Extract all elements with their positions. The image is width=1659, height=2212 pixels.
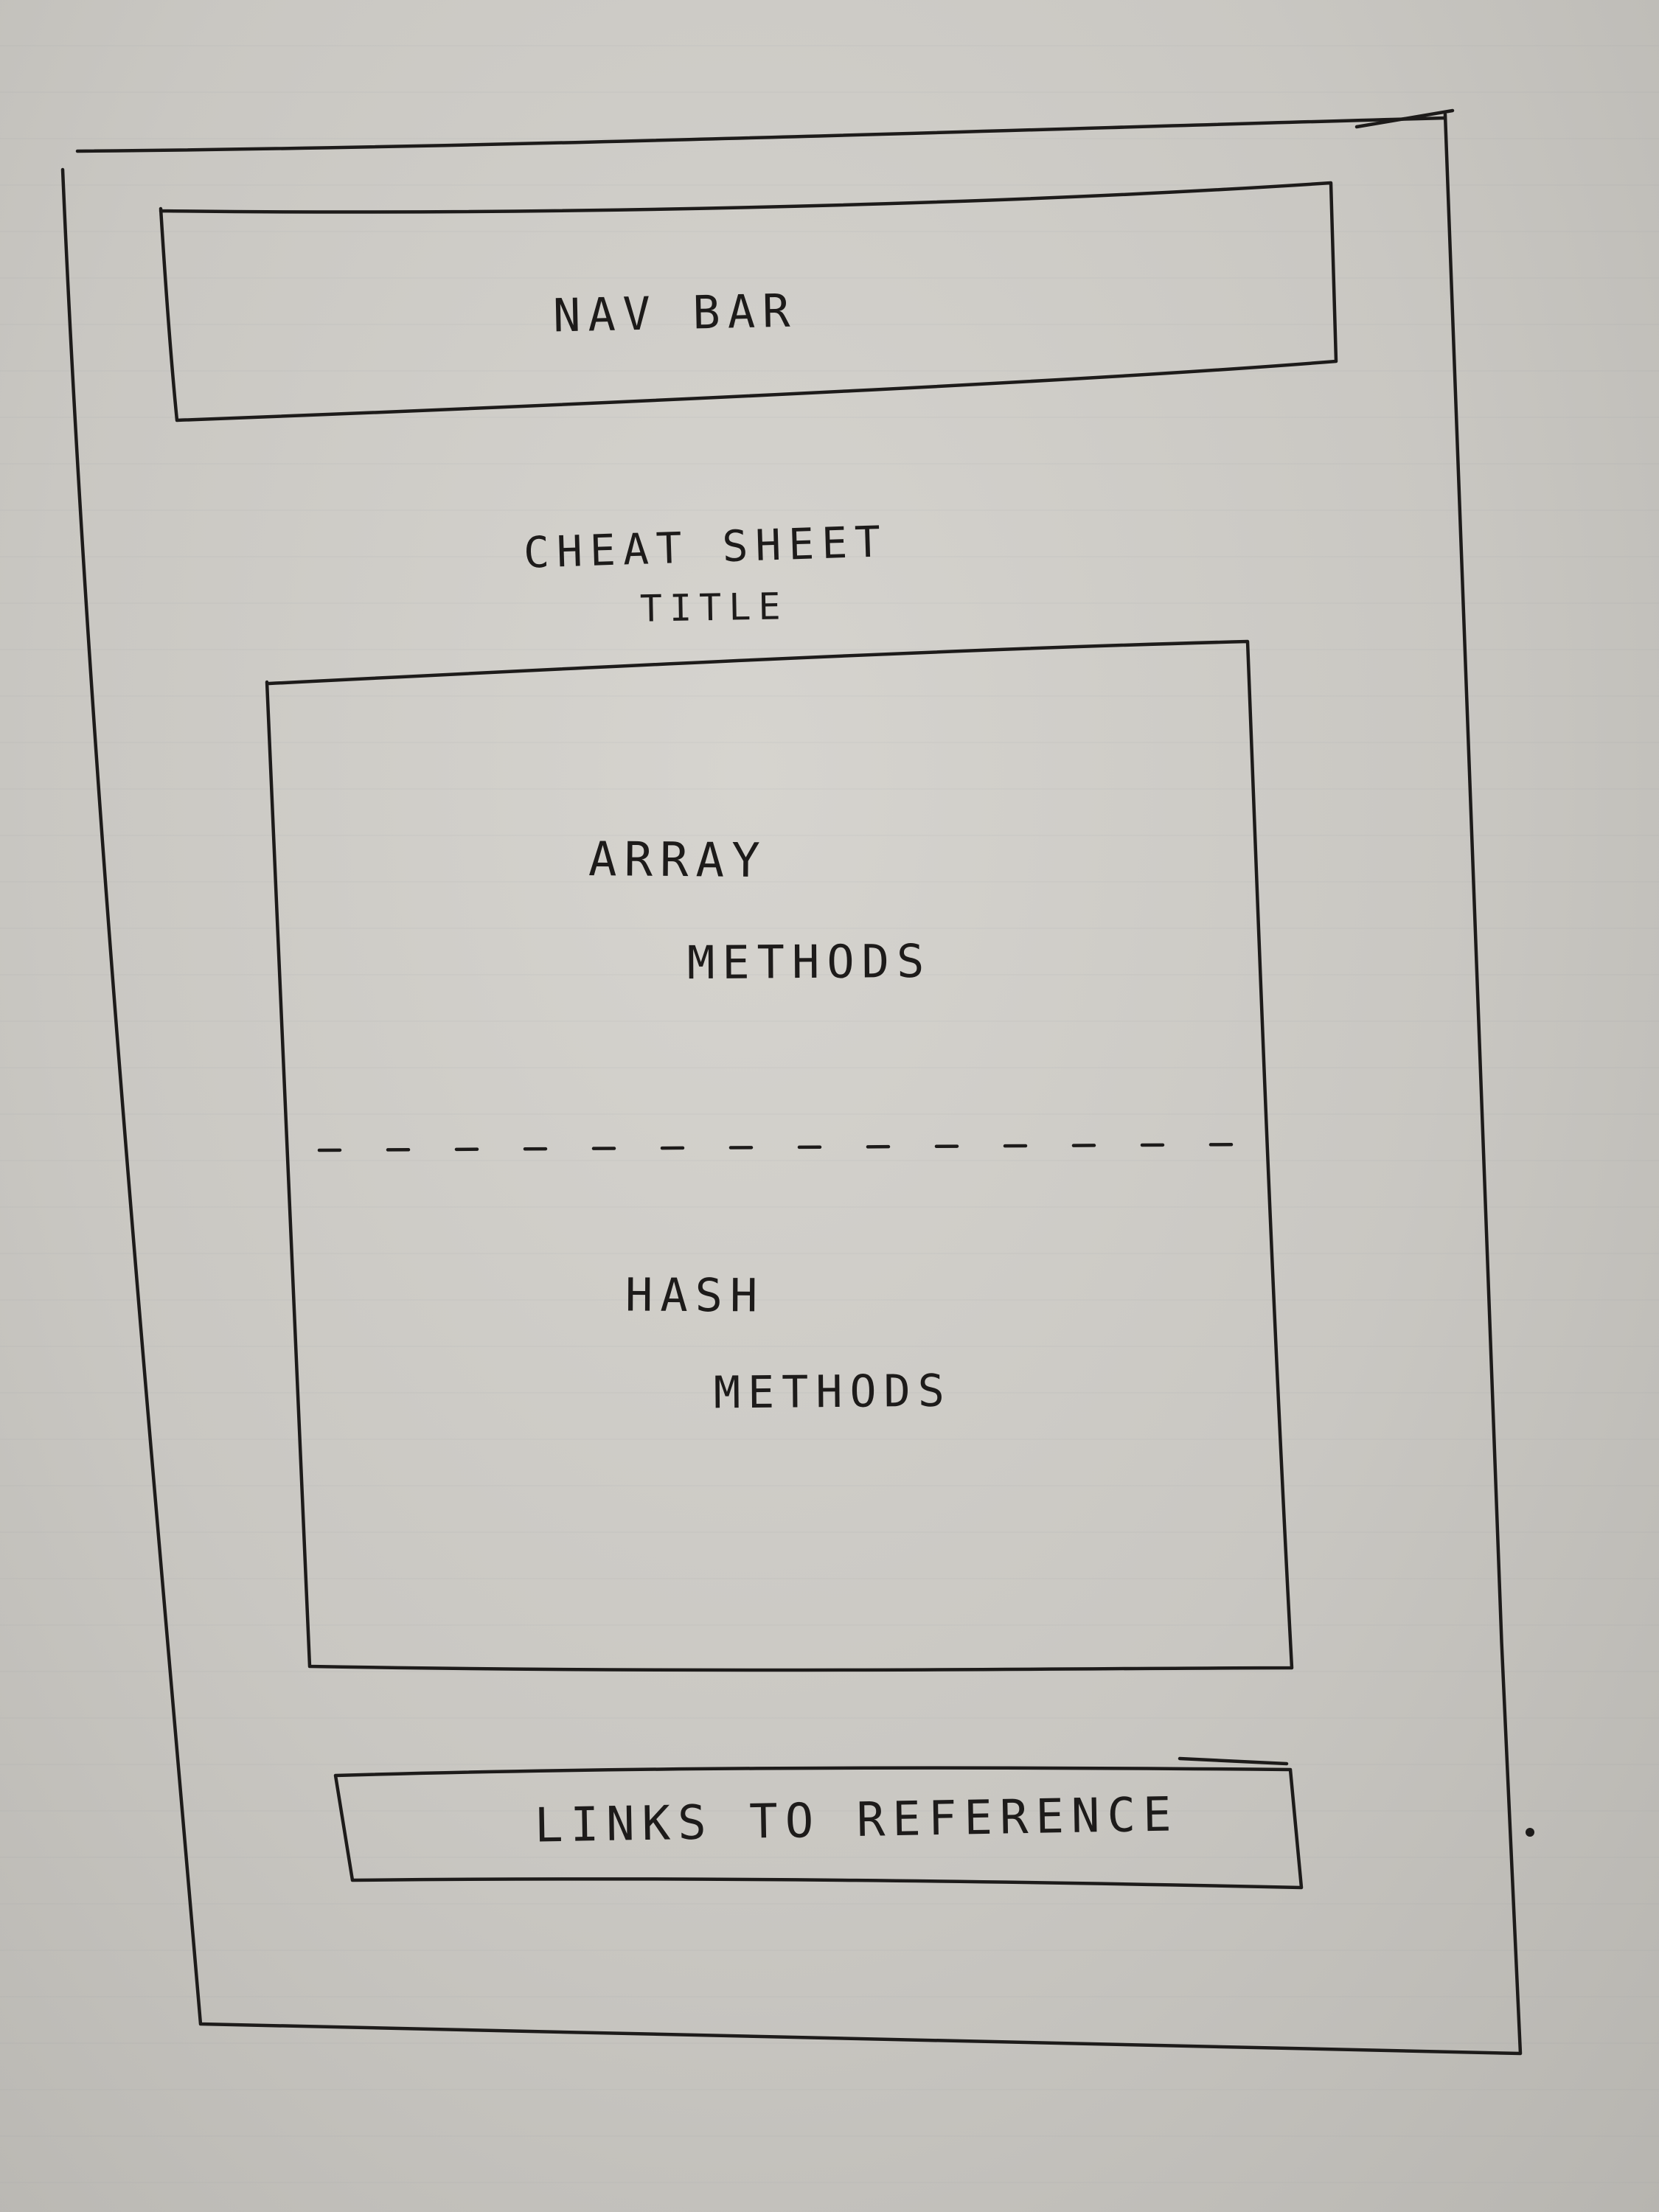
hash-methods-label-line-2: METHODS — [713, 1365, 953, 1419]
content-box — [265, 639, 1294, 1672]
cheat-sheet-title-line-2: TITLE — [639, 585, 789, 630]
nav-bar-box — [159, 181, 1338, 422]
nav-bar-label: NAV BAR — [552, 283, 799, 343]
links-to-reference-box — [333, 1766, 1304, 1890]
footer-box-corner-stroke — [1178, 1756, 1289, 1766]
hash-methods-label-line-1: HASH — [625, 1267, 765, 1323]
page-frame — [60, 112, 1523, 2056]
array-methods-label-line-2: METHODS — [686, 933, 932, 990]
pen-dot — [1526, 1828, 1534, 1837]
page-frame-corner-stroke — [1354, 108, 1455, 129]
content-divider — [317, 1142, 1263, 1152]
array-methods-label-line-1: ARRAY — [588, 832, 768, 889]
links-to-reference-label: LINKS TO REFERENCE — [534, 1787, 1180, 1854]
